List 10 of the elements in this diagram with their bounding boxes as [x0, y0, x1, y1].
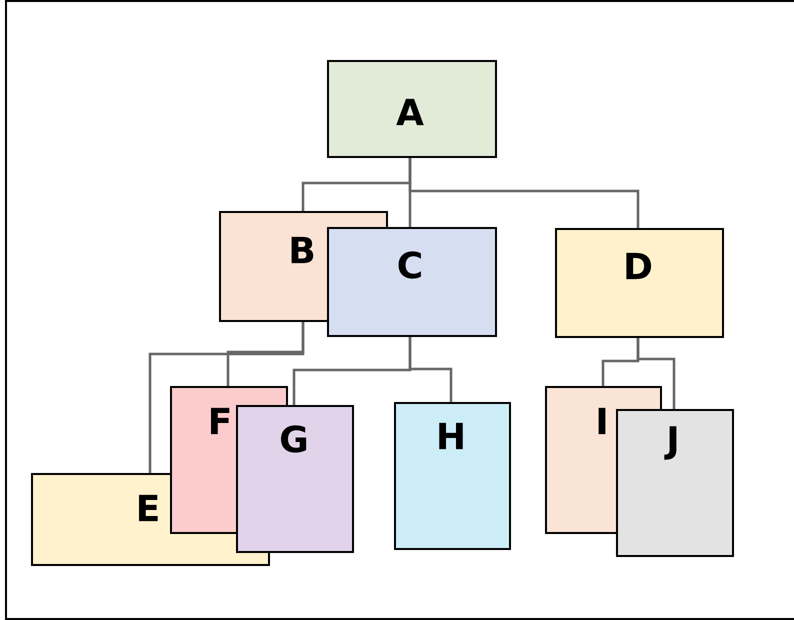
box: C	[327, 227, 497, 337]
connector	[226, 322, 304, 386]
connector	[636, 338, 676, 409]
box: H	[394, 402, 511, 550]
connector	[408, 337, 452, 402]
box: J	[616, 409, 734, 557]
box: G	[236, 405, 354, 553]
box: A	[327, 60, 497, 158]
connector	[408, 158, 640, 228]
box: D	[555, 228, 724, 338]
